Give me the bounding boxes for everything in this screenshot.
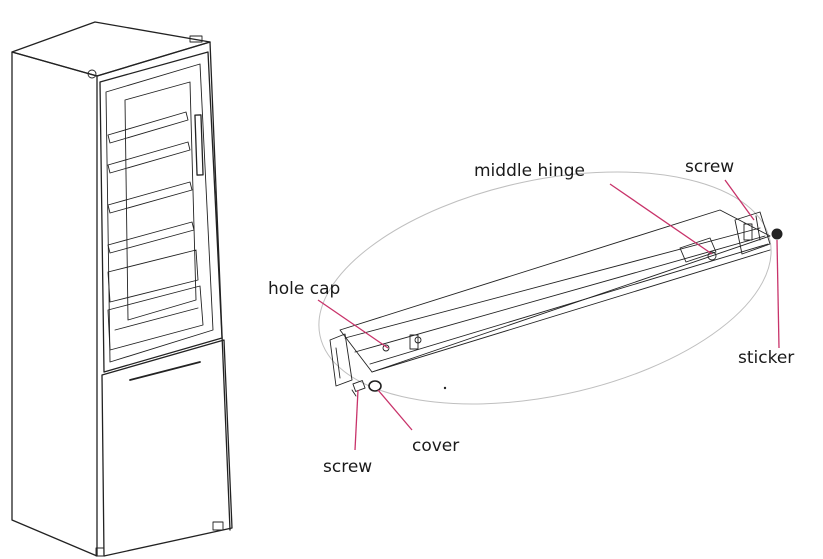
- leader-cover: [377, 389, 413, 431]
- leader-screw-bottom: [354, 389, 359, 451]
- cover-part: [368, 380, 382, 392]
- label-hole-cap: hole cap: [268, 279, 340, 299]
- leader-sticker: [776, 239, 780, 349]
- label-middle-hinge: middle hinge: [474, 161, 585, 181]
- zoom-ellipse: [318, 171, 772, 405]
- label-cover: cover: [412, 436, 459, 456]
- leader-middle-hinge: [609, 183, 713, 255]
- label-sticker: sticker: [738, 348, 794, 368]
- label-screw-top: screw: [685, 157, 734, 177]
- sticker-part: [771, 228, 783, 240]
- refrigerator-illustration: [11, 21, 233, 557]
- label-screw-bottom: screw: [323, 457, 372, 477]
- callout-labels: middle hinge screw hole cap sticker cove…: [268, 157, 794, 477]
- hinge-zoom-detail: [318, 171, 783, 405]
- right-hinge-assembly: [734, 211, 771, 255]
- bottom-screw-part: [351, 380, 366, 397]
- leader-screw-top: [724, 179, 755, 221]
- leader-hole-cap: [317, 299, 389, 349]
- left-bracket: [329, 333, 422, 387]
- refrigerator-shelves: [107, 111, 195, 254]
- leader-lines: [317, 179, 780, 451]
- crisper-drawers: [107, 249, 204, 351]
- crossbar: [339, 209, 771, 373]
- middle-hinge-plate: [679, 237, 717, 263]
